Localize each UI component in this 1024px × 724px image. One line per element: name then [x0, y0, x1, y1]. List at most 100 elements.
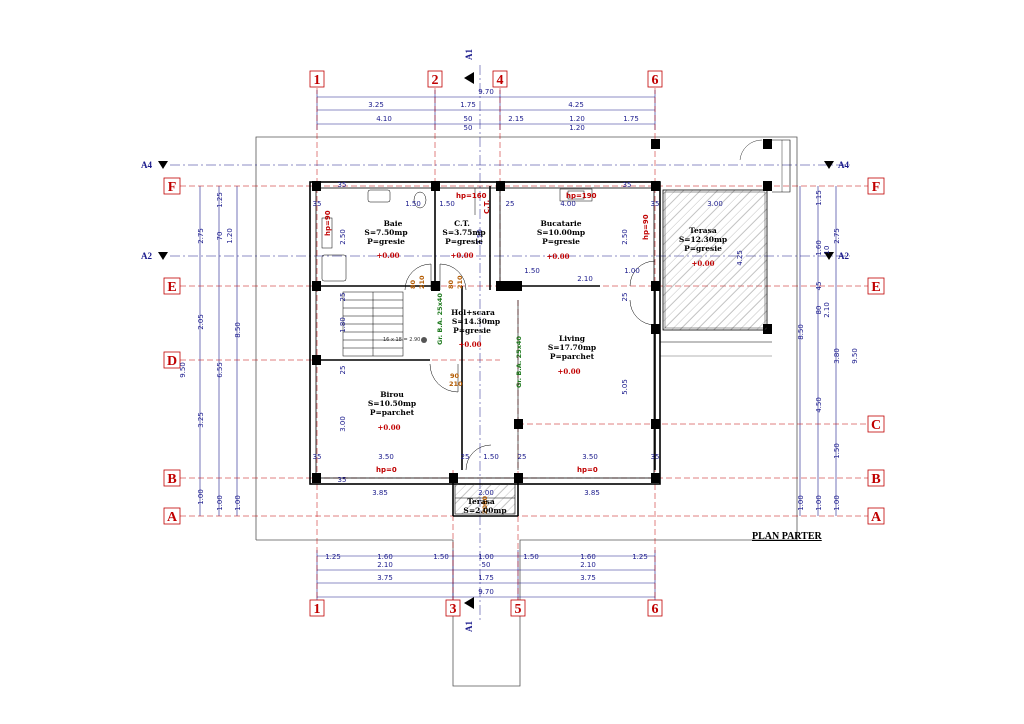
- room-area-terasa: S=12.30mp: [679, 235, 727, 244]
- room-name-living: Living: [559, 334, 586, 343]
- dim-left-2: 70: [216, 232, 224, 241]
- dim-int-17: 25: [339, 293, 347, 302]
- dim-int-11: 2.10: [577, 275, 593, 283]
- section-labels: A1 A1 A4 A4 A2 A2: [141, 49, 849, 632]
- dim-int-20: 3.00: [339, 416, 347, 432]
- axis-left-B: B: [167, 472, 176, 487]
- columns: [312, 139, 772, 483]
- section-a4-left: A4: [141, 160, 152, 170]
- axis-grid: [180, 88, 868, 606]
- room-level-terasa: +0.00: [692, 259, 715, 268]
- axis-right-F: F: [872, 180, 881, 195]
- dim-int-26: 25: [461, 453, 470, 461]
- dim-int-12: 1.00: [624, 267, 640, 275]
- terrace-hatch: [660, 139, 791, 357]
- dim-right-13: 1.00: [797, 495, 805, 511]
- dim-top-row2b-b: 1.20: [569, 124, 585, 132]
- dim-left-4: 2.75: [197, 228, 205, 244]
- hp-label-1: hp=90: [324, 210, 332, 236]
- axis-bottom-3: 3: [450, 602, 457, 617]
- axis-top-1: 1: [314, 73, 321, 88]
- ct-label: C.T.: [483, 200, 491, 214]
- dim-int-29: 3.85: [372, 489, 388, 497]
- dim-right-3: 2.75: [833, 228, 841, 244]
- door-label-6: 210: [449, 380, 463, 388]
- room-level-living: +0.00: [558, 367, 581, 376]
- room-floor-terasa: P=gresie: [684, 244, 722, 253]
- dim-int-8: 3.00: [707, 200, 723, 208]
- door-label-7: 90: [481, 495, 489, 505]
- room-area-hol: S=14.30mp: [452, 317, 500, 326]
- hp-label-3: hp=190: [566, 192, 597, 200]
- top-dimensions: 9.70 3.25 1.75 4.25 4.10 50 2.15 1.20 1.…: [368, 88, 639, 132]
- room-floor-baie: P=gresie: [367, 237, 405, 246]
- section-a2-right: A2: [838, 251, 849, 261]
- door-label-8: 200: [481, 500, 489, 514]
- interior-dimensions: 35 35 35 35 2.50 1.50 25 3.00 2.50 1.50 …: [313, 181, 744, 497]
- dim-bot-total: 9.70: [478, 588, 494, 596]
- axis-left-A: A: [167, 510, 178, 525]
- dim-int-16: 1.80: [339, 317, 347, 333]
- dim-top-row2b-a: 50: [464, 124, 473, 132]
- dim-int-21: 5.05: [621, 379, 629, 395]
- dim-int-24: 3.50: [582, 453, 598, 461]
- axis-top-2: 2: [432, 73, 439, 88]
- dim-top-row2-b: 50: [464, 115, 473, 123]
- axis-top-6: 6: [652, 73, 659, 88]
- dim-int-13: 4.00: [560, 200, 576, 208]
- dim-right-14: 1.00: [815, 495, 823, 511]
- dim-int-23: 1.50: [483, 453, 499, 461]
- bottom-dimensions: 1.25 1.60 1.50 1.00 1.50 1.60 1.25 2.10 …: [325, 553, 648, 596]
- axis-top-4: 4: [497, 73, 504, 88]
- dim-bot-r1-3: 1.50: [433, 553, 449, 561]
- axis-left-E: E: [167, 280, 176, 295]
- beam-label-1: Gr. B.A. 25x40: [436, 293, 444, 345]
- room-level-hol: +0.00: [459, 340, 482, 349]
- dimension-lines: [199, 90, 837, 604]
- dim-top-row1-c: 4.25: [568, 101, 584, 109]
- door-label-2: 210: [418, 275, 426, 289]
- dim-bot-r1-6: 1.60: [580, 553, 596, 561]
- axis-left-D: D: [167, 354, 177, 369]
- dim-bot-r1-7: 1.25: [632, 553, 648, 561]
- dim-top-row2-d: 1.20: [569, 115, 585, 123]
- dim-left-7: 6.55: [216, 362, 224, 378]
- axis-right-E: E: [871, 280, 880, 295]
- axis-right-A: A: [871, 510, 882, 525]
- dim-int-18: 25: [339, 366, 347, 375]
- hp-label-4: hp=90: [642, 214, 650, 240]
- dim-left-8: 9.50: [179, 362, 187, 378]
- room-area-ct: S=3.75mp: [442, 228, 485, 237]
- dim-int-28: 35: [651, 453, 660, 461]
- dim-right-1: 1.15: [815, 190, 823, 206]
- room-area-baie: S=7.50mp: [364, 228, 407, 237]
- room-name-terasa-entry: Terasa: [467, 497, 495, 506]
- axis-bubbles: [163, 70, 885, 617]
- dim-int-15: 2.50: [476, 229, 484, 245]
- room-name-terasa: Terasa: [689, 226, 717, 235]
- dim-top-row1-a: 3.25: [368, 101, 384, 109]
- dim-right-7: 2.10: [823, 302, 831, 318]
- dim-right-8: 8.50: [797, 324, 805, 340]
- hp-label-2: hp=160: [456, 192, 487, 200]
- doors: [404, 260, 656, 471]
- dim-int-5: 2.50: [339, 229, 347, 245]
- room-area-bucatarie: S=10.00mp: [537, 228, 585, 237]
- room-level-ct: +0.00: [451, 251, 474, 260]
- axis-left-F: F: [168, 180, 177, 195]
- annotations: hp=90 hp=160 hp=190 hp=90 hp=0 hp=0 Gr. …: [324, 192, 650, 514]
- bathroom-fixtures: [321, 188, 593, 282]
- dim-int-31: 3.85: [584, 489, 600, 497]
- dim-right-4: 10: [823, 246, 831, 255]
- page-title: PLAN PARTER: [752, 531, 823, 542]
- room-level-birou: +0.00: [378, 423, 401, 432]
- room-floor-living: P=parchet: [550, 352, 595, 361]
- dim-left-6: 8.50: [234, 322, 242, 338]
- door-label-3: 80: [447, 279, 455, 289]
- dim-int-27: 25: [518, 453, 527, 461]
- room-name-bucatarie: Bucatarie: [540, 219, 581, 228]
- dim-right-9: 3.80: [833, 348, 841, 364]
- left-dimensions: 1.25 70 1.20 2.75 2.05 8.50 6.55 9.50 3.…: [179, 192, 242, 511]
- dim-right-12: 1.50: [833, 443, 841, 459]
